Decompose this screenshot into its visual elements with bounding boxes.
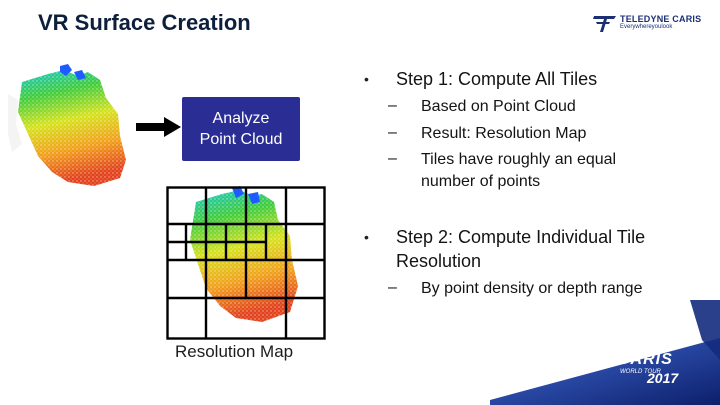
- logo-tagline-text: Everywhereyoulook: [620, 24, 673, 30]
- step2-item: By point density or depth range: [421, 280, 643, 297]
- step1-item: Based on Point Cloud: [421, 98, 576, 115]
- slide-title: VR Surface Creation: [38, 10, 251, 35]
- corner-banner-graphic: [490, 300, 720, 405]
- event-badge-name: CARIS: [618, 351, 673, 368]
- point-cloud-image: [8, 64, 126, 186]
- dash-marker: –: [388, 97, 397, 114]
- step2-label-line2: Resolution: [396, 251, 482, 271]
- analyze-box-line2: Point Cloud: [199, 131, 283, 148]
- analyze-box-line1: Analyze: [212, 110, 270, 127]
- step1-item: Result: Resolution Map: [421, 125, 587, 142]
- right-arrow-icon: [136, 117, 181, 137]
- step1-item: Tiles have roughly an equal: [421, 151, 617, 168]
- resolution-map-image: [166, 186, 326, 340]
- step1-label: Step 1: Compute All Tiles: [396, 69, 598, 89]
- step2-label-line1: Step 2: Compute Individual Tile: [396, 227, 646, 247]
- teledyne-logo: TELEDYNE CARIS Everywhereyoulook: [592, 12, 702, 34]
- bullet-dot: •: [364, 71, 369, 87]
- bullet-dot: •: [364, 229, 369, 245]
- logo-brand-text: TELEDYNE CARIS: [620, 14, 702, 24]
- step1-item-continuation: number of points: [421, 173, 541, 190]
- dash-marker: –: [388, 150, 397, 167]
- event-badge-year: 2017: [647, 370, 679, 386]
- event-badge-subtitle: WORLD TOUR: [620, 369, 661, 375]
- resolution-map-caption: Resolution Map: [175, 342, 294, 361]
- dash-marker: –: [388, 279, 397, 296]
- teledyne-logo-icon: [593, 16, 616, 32]
- analyze-point-cloud-box: Analyze Point Cloud: [182, 97, 300, 161]
- dash-marker: –: [388, 124, 397, 141]
